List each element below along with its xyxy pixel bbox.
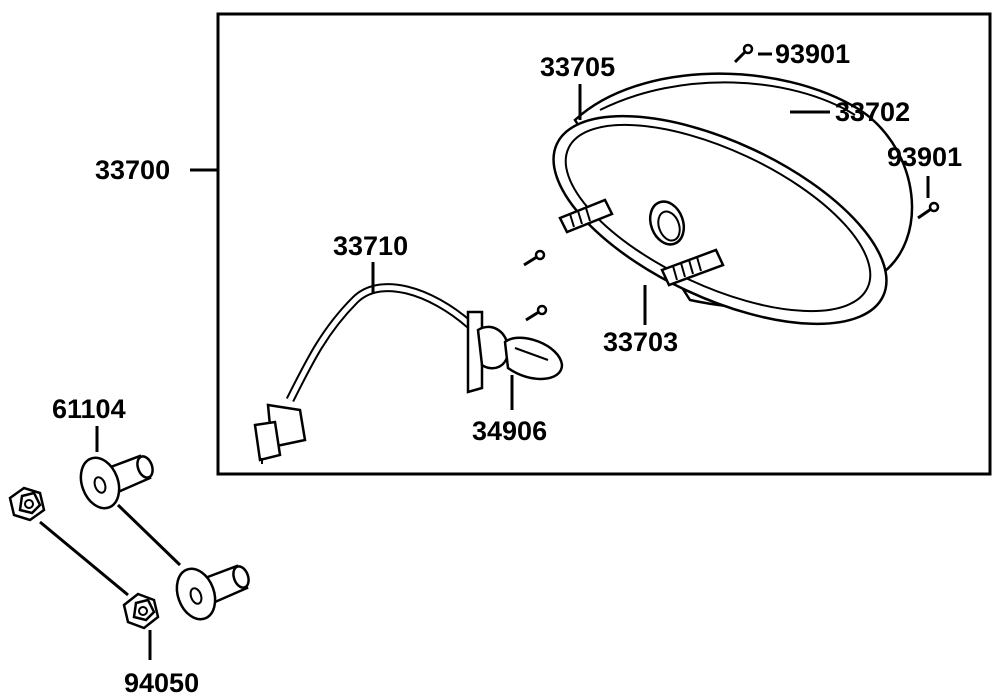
nut-connector xyxy=(39,520,129,597)
label-94050: 94050 xyxy=(124,668,199,698)
collar-lower-icon xyxy=(175,564,250,621)
collar-connector xyxy=(116,503,182,567)
label-33703: 33703 xyxy=(603,327,678,357)
label-33702: 33702 xyxy=(835,97,910,127)
nut-lower-icon xyxy=(122,592,160,630)
label-93901-right: 93901 xyxy=(887,142,962,172)
stud-lower xyxy=(660,248,725,287)
screw-loose-lower-icon xyxy=(525,304,548,322)
label-61104: 61104 xyxy=(52,394,126,424)
stud-upper xyxy=(558,198,614,234)
wiring-harness xyxy=(253,283,473,464)
screw-top-icon xyxy=(733,43,754,64)
screw-right-icon xyxy=(917,201,940,220)
label-34906: 34906 xyxy=(472,416,547,446)
bulb-socket xyxy=(466,310,510,394)
label-33705: 33705 xyxy=(540,52,615,82)
collar-upper-icon xyxy=(79,454,154,510)
bulb-icon xyxy=(503,336,564,381)
label-33710: 33710 xyxy=(333,231,408,261)
label-93901-top: 93901 xyxy=(775,39,850,69)
nut-upper-icon xyxy=(8,486,46,522)
label-33700: 33700 xyxy=(95,155,170,185)
tail-light-housing xyxy=(552,72,914,326)
assembly-frame xyxy=(216,12,992,476)
screw-loose-upper-icon xyxy=(523,249,546,267)
